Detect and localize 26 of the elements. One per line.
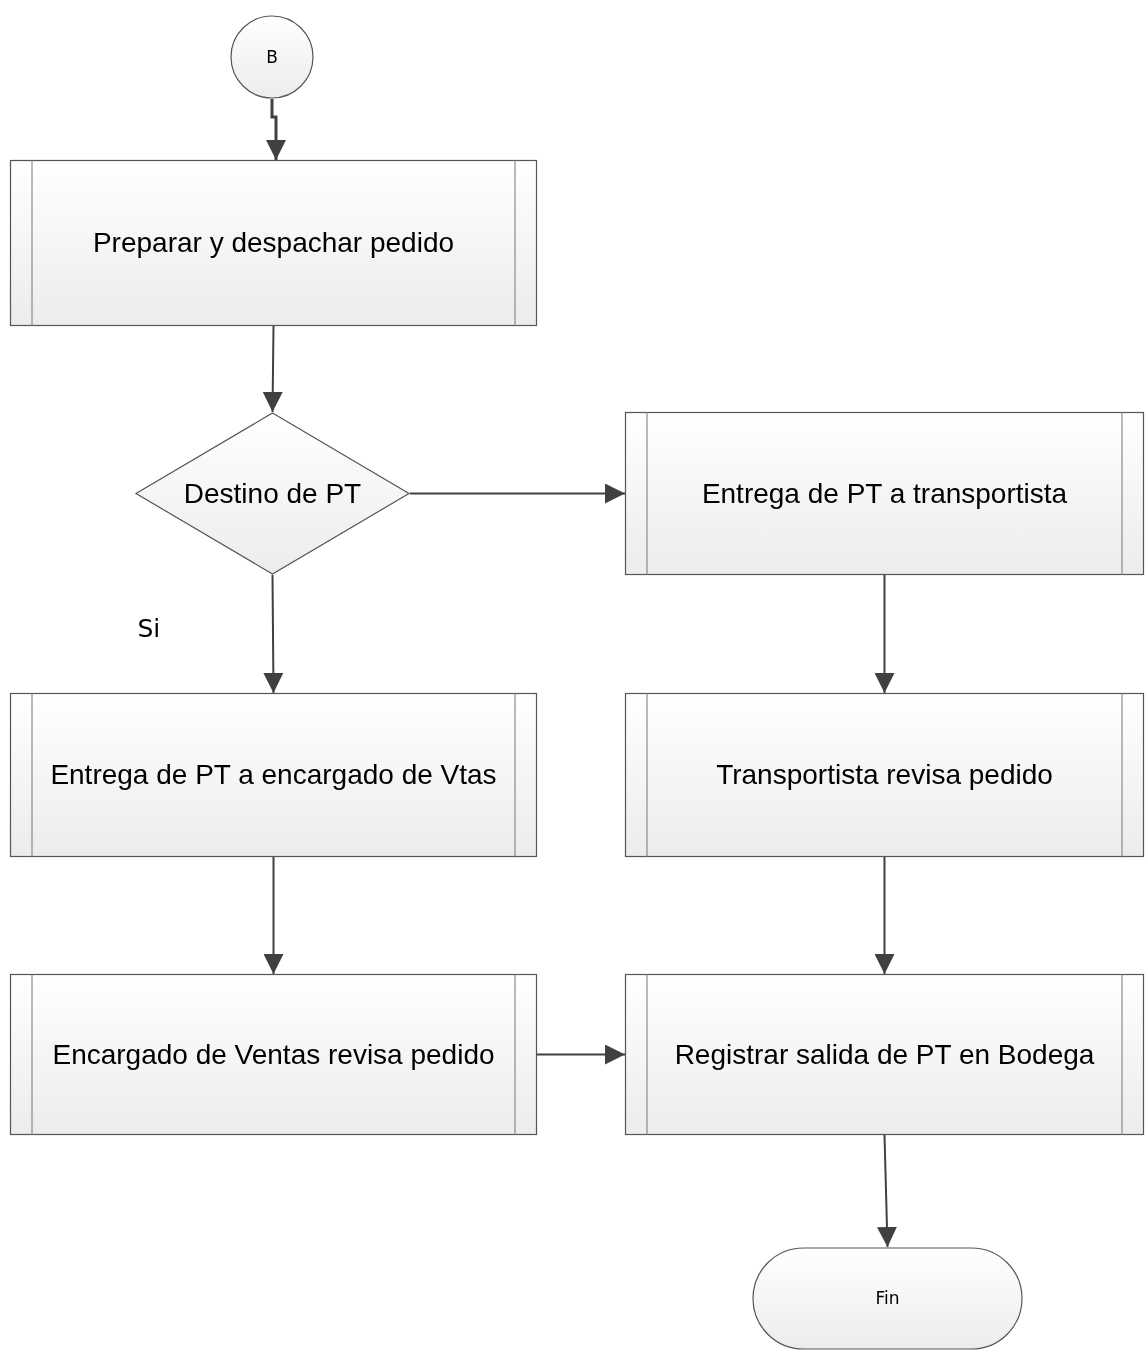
node-label: Transportista revisa pedido <box>716 758 1053 793</box>
arrow <box>266 99 286 160</box>
node-label: Preparar y despachar pedido <box>92 226 455 261</box>
node-label: Entrega de PT a transportista <box>701 476 1068 511</box>
node-label: Fin <box>875 1287 900 1310</box>
arrow <box>876 1134 897 1248</box>
arrow <box>262 325 283 413</box>
arrow <box>263 856 284 975</box>
process-box <box>10 160 537 326</box>
connector-circle <box>230 15 314 99</box>
node-label: Destino de PT <box>183 476 362 511</box>
node-label: Registrar salida de PT en Bodega <box>674 1037 1095 1072</box>
process-box <box>625 974 1144 1135</box>
process-box <box>10 974 537 1135</box>
process-box <box>625 693 1144 857</box>
node-label: B <box>266 45 278 69</box>
arrow <box>409 483 626 504</box>
arrow <box>263 574 284 694</box>
arrow <box>874 574 895 694</box>
arrow <box>536 1044 626 1065</box>
arrow <box>874 856 895 975</box>
node-label: Entrega de PT a encargado de Vtas <box>50 758 497 793</box>
process-box <box>10 693 537 857</box>
process-box <box>625 412 1144 575</box>
node-label: Encargado de Ventas revisa pedido <box>52 1037 495 1072</box>
decision-diamond <box>135 412 410 575</box>
